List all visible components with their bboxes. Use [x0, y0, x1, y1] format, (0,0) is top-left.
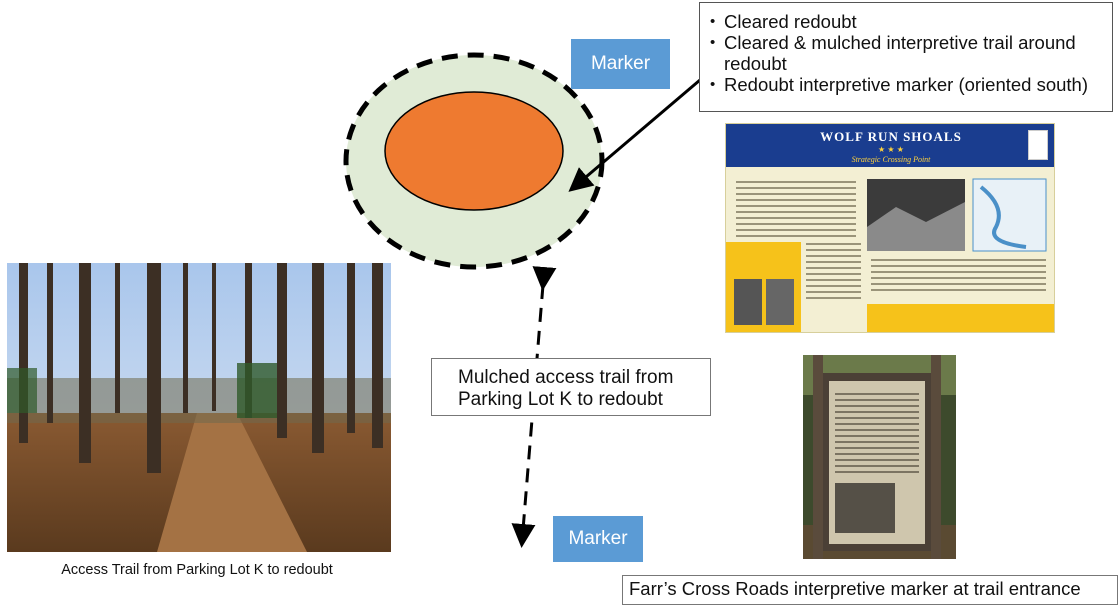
wolf-run-shoals-sign: WOLF RUN SHOALS ★ ★ ★ Strategic Crossing… [725, 123, 1055, 333]
trail-note-box: Mulched access trail from Parking Lot K … [431, 358, 711, 416]
farrs-marker-caption: Farr’s Cross Roads interpretive marker a… [622, 575, 1118, 605]
note-item: Redoubt interpretive marker (oriented so… [710, 74, 1104, 95]
note-item: Cleared redoubt [710, 11, 1104, 32]
note-item: Cleared & mulched interpretive trail aro… [710, 32, 1104, 74]
sign-subtitle: Strategic Crossing Point [851, 155, 931, 164]
trail-photo-caption: Access Trail from Parking Lot K to redou… [61, 562, 333, 578]
sign-stars: ★ ★ ★ [878, 145, 904, 154]
access-trail-photo [7, 263, 391, 552]
logo-icon [1028, 130, 1048, 160]
trail-note-line: Mulched access trail from [458, 367, 674, 388]
sign-header: WOLF RUN SHOALS ★ ★ ★ Strategic Crossing… [726, 124, 1054, 167]
sign-body-drawing [726, 178, 1054, 332]
marker-label-bottom: Marker [553, 516, 643, 562]
trail-photo-drawing [7, 263, 391, 552]
marker-label-top: Marker [571, 39, 670, 89]
redoubt-center [384, 91, 564, 211]
callout-arrow [568, 78, 701, 192]
farrs-cross-roads-marker-photo [803, 355, 956, 559]
redoubt-notes-callout: Cleared redoubt Cleared & mulched interp… [699, 2, 1113, 112]
sign-title: WOLF RUN SHOALS [820, 129, 962, 144]
farrs-photo-drawing [803, 355, 956, 559]
trail-note-line: Parking Lot K to redoubt [458, 389, 663, 410]
